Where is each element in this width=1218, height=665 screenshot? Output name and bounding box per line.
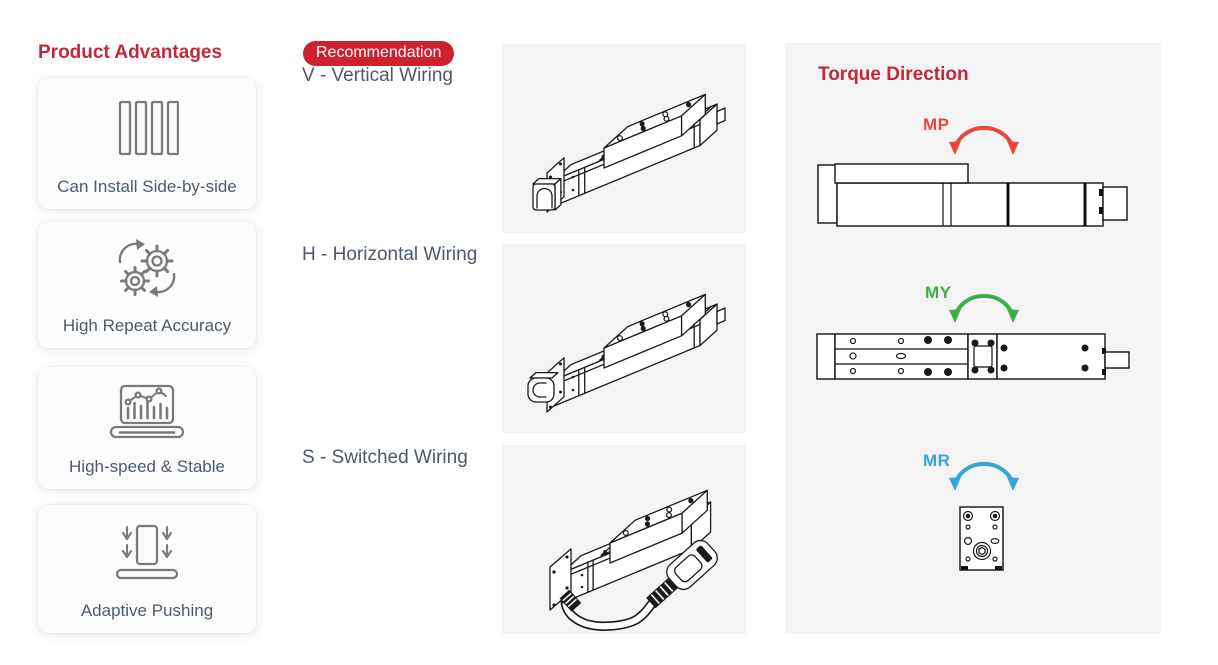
- side-by-side-panels-icon: [38, 78, 256, 177]
- torque-label-mp: MP: [923, 115, 950, 134]
- actuator-top-view: [816, 333, 1130, 380]
- wiring-option-label-v: V - Vertical Wiring: [302, 65, 453, 86]
- torque-direction-title: Torque Direction: [818, 64, 969, 85]
- advantage-card-adaptive-pushing: Adaptive Pushing: [38, 505, 256, 633]
- wiring-image-panel-h: [502, 244, 746, 433]
- wiring-option-label-s: S - Switched Wiring: [302, 447, 468, 468]
- advantage-card-repeat-accuracy: High Repeat Accuracy: [38, 222, 256, 348]
- wiring-image-panel-v: [502, 44, 746, 233]
- actuator-isometric-horizontal-connector: [527, 293, 726, 413]
- actuator-isometric-vertical-connector: [532, 93, 726, 213]
- recommendation-badge: Recommendation: [303, 41, 455, 66]
- torque-direction-panel: Torque Direction MP MY: [785, 43, 1161, 634]
- advantage-card-side-by-side: Can Install Side-by-side: [38, 78, 256, 209]
- actuator-side-view: [817, 163, 1128, 227]
- rotation-arrow-mp-icon: [949, 125, 1019, 155]
- wiring-option-label-h: H - Horizontal Wiring: [302, 244, 478, 265]
- push-down-icon: [38, 505, 256, 601]
- laptop-chart-icon: [38, 367, 256, 457]
- actuator-end-view: [959, 506, 1004, 571]
- advantage-card-label: Can Install Side-by-side: [57, 177, 237, 196]
- rotation-arrow-my-icon: [949, 293, 1019, 323]
- advantage-card-label: High-speed & Stable: [69, 457, 225, 476]
- torque-label-my: MY: [925, 283, 952, 302]
- actuator-isometric-switched-cable: [549, 489, 718, 631]
- rotating-gears-icon: [38, 222, 256, 316]
- advantage-card-label: Adaptive Pushing: [80, 601, 214, 620]
- advantage-card-high-speed: High-speed & Stable: [38, 367, 256, 489]
- rotation-arrow-mr-icon: [949, 461, 1019, 491]
- product-advantages-title: Product Advantages: [38, 42, 223, 63]
- torque-label-mr: MR: [923, 451, 951, 470]
- advantage-card-label: High Repeat Accuracy: [62, 316, 232, 335]
- wiring-image-panel-s: [502, 445, 746, 634]
